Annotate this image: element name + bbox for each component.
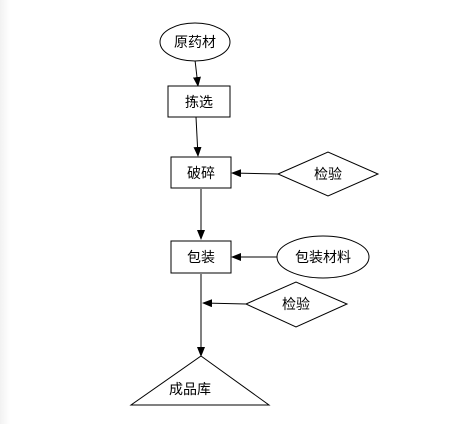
packaging-material-ellipse: [276, 235, 370, 279]
inspection-2-diamond: [244, 281, 349, 328]
edge-sorting-to-crushing: [193, 116, 202, 157]
inspection-1-diamond: [276, 151, 380, 197]
raw-material-ellipse: [159, 22, 231, 62]
packaging-label: 包装: [187, 250, 215, 266]
edge-inspection-2-to-line: [202, 299, 247, 308]
finished-goods-label: 成品库: [169, 382, 211, 398]
edge-raw-material-to-sorting: [192, 59, 201, 87]
node-finished-goods: 成品库: [129, 355, 271, 406]
node-packaging: 包装: [170, 240, 232, 274]
packaging-material-label: 包装材料: [295, 250, 351, 266]
node-inspection-1: 检验: [276, 151, 380, 197]
left-edge-shade: [0, 0, 10, 424]
sorting-label: 拣选: [185, 95, 213, 111]
inspection-1-label: 检验: [314, 167, 342, 183]
node-raw-material: 原药材: [159, 22, 231, 62]
packaging-box: [170, 240, 232, 274]
edge-inspection-1-to-crushing: [231, 169, 279, 178]
node-inspection-2: 检验: [244, 281, 349, 328]
inspection-2-label: 检验: [282, 297, 310, 313]
finished-goods-triangle: [129, 355, 271, 406]
raw-material-label: 原药材: [174, 35, 216, 51]
node-sorting: 拣选: [167, 85, 231, 118]
crushing-label: 破碎: [187, 166, 215, 182]
crushing-box: [170, 156, 232, 189]
node-crushing: 破碎: [170, 156, 232, 189]
sorting-box: [167, 85, 231, 118]
node-packaging-material: 包装材料: [276, 235, 370, 279]
